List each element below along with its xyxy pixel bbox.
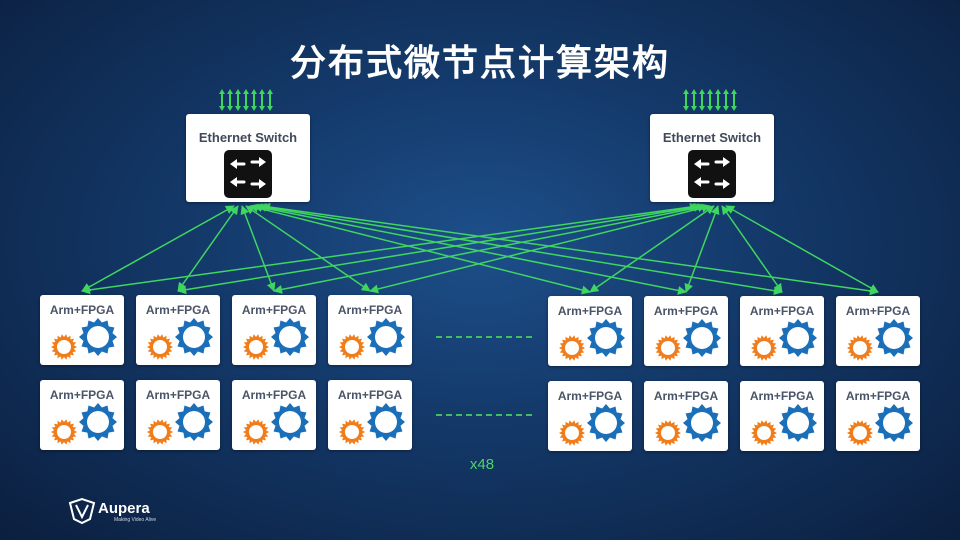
node-label: Arm+FPGA [557, 304, 623, 318]
switch-node-link [177, 205, 239, 292]
uplink-arrows-icon [683, 89, 737, 111]
switch-node-link [684, 205, 720, 293]
arm-fpga-node: Arm+FPGA [232, 295, 316, 365]
switch-arrows-icon [224, 150, 272, 198]
node-label: Arm+FPGA [845, 389, 911, 403]
fpga-gear-icon [271, 403, 309, 441]
ethernet-switch-left: Ethernet Switch [186, 114, 310, 202]
logo-name: Aupera [98, 500, 150, 517]
aupera-logo-icon [68, 497, 96, 525]
arm-sun-icon [147, 334, 173, 360]
node-label: Arm+FPGA [557, 389, 623, 403]
node-label: Arm+FPGA [241, 388, 307, 402]
arm-sun-icon [847, 420, 873, 446]
arm-fpga-node: Arm+FPGA [136, 295, 220, 365]
node-label: Arm+FPGA [49, 303, 115, 317]
ellipsis-dash [436, 336, 532, 338]
aupera-logo: Aupera Making Video Alive [68, 497, 178, 527]
fpga-gear-icon [79, 318, 117, 356]
arm-fpga-node: Arm+FPGA [644, 381, 728, 451]
arm-fpga-node: Arm+FPGA [836, 381, 920, 451]
node-count-label: x48 [469, 456, 495, 473]
node-label: Arm+FPGA [749, 304, 815, 318]
node-label: Arm+FPGA [49, 388, 115, 402]
node-label: Arm+FPGA [653, 389, 719, 403]
arm-sun-icon [339, 334, 365, 360]
arm-sun-icon [339, 419, 365, 445]
arm-fpga-node: Arm+FPGA [328, 380, 412, 450]
fpga-gear-icon [367, 318, 405, 356]
fpga-gear-icon [683, 319, 721, 357]
switch-arrows-icon [688, 150, 736, 198]
switch-node-link [177, 202, 703, 295]
fpga-gear-icon [587, 404, 625, 442]
arm-sun-icon [559, 420, 585, 446]
switch-node-link [81, 202, 699, 295]
fpga-gear-icon [175, 403, 213, 441]
arm-sun-icon [51, 334, 77, 360]
fpga-gear-icon [779, 404, 817, 442]
node-label: Arm+FPGA [845, 304, 911, 318]
uplink-arrows-icon [219, 89, 273, 111]
arm-sun-icon [655, 420, 681, 446]
switch-node-link [721, 205, 783, 293]
arm-sun-icon [559, 335, 585, 361]
switch-node-link [261, 202, 879, 296]
fpga-gear-icon [875, 319, 913, 357]
arm-fpga-node: Arm+FPGA [548, 381, 632, 451]
arm-fpga-node: Arm+FPGA [548, 296, 632, 366]
arm-sun-icon [51, 419, 77, 445]
arm-fpga-node: Arm+FPGA [40, 380, 124, 450]
ellipsis-dash [436, 414, 532, 416]
node-label: Arm+FPGA [145, 388, 211, 402]
arm-fpga-node: Arm+FPGA [644, 296, 728, 366]
page-title: 分布式微节点计算架构 [289, 43, 670, 84]
node-label: Arm+FPGA [337, 388, 403, 402]
fpga-gear-icon [683, 404, 721, 442]
node-label: Arm+FPGA [653, 304, 719, 318]
arm-sun-icon [243, 334, 269, 360]
arm-fpga-node: Arm+FPGA [232, 380, 316, 450]
logo-tagline: Making Video Alive [114, 517, 157, 523]
arm-fpga-node: Arm+FPGA [740, 381, 824, 451]
arm-fpga-node: Arm+FPGA [328, 295, 412, 365]
arm-sun-icon [243, 419, 269, 445]
arm-fpga-node: Arm+FPGA [836, 296, 920, 366]
arm-sun-icon [751, 335, 777, 361]
arm-sun-icon [751, 420, 777, 446]
arm-sun-icon [147, 419, 173, 445]
node-label: Arm+FPGA [749, 389, 815, 403]
ethernet-switch-right: Ethernet Switch [650, 114, 774, 202]
arm-fpga-node: Arm+FPGA [40, 295, 124, 365]
switch-label: Ethernet Switch [662, 130, 762, 145]
arm-sun-icon [655, 335, 681, 361]
switch-label: Ethernet Switch [198, 130, 298, 145]
switch-node-link [81, 205, 235, 292]
fpga-gear-icon [875, 404, 913, 442]
node-label: Arm+FPGA [241, 303, 307, 317]
switch-node-link [725, 205, 879, 293]
fpga-gear-icon [271, 318, 309, 356]
node-label: Arm+FPGA [145, 303, 211, 317]
fpga-gear-icon [367, 403, 405, 441]
fpga-gear-icon [79, 403, 117, 441]
fpga-gear-icon [779, 319, 817, 357]
arm-fpga-node: Arm+FPGA [740, 296, 824, 366]
fpga-gear-icon [587, 319, 625, 357]
arm-fpga-node: Arm+FPGA [136, 380, 220, 450]
arm-sun-icon [847, 335, 873, 361]
fpga-gear-icon [175, 318, 213, 356]
node-label: Arm+FPGA [337, 303, 403, 317]
